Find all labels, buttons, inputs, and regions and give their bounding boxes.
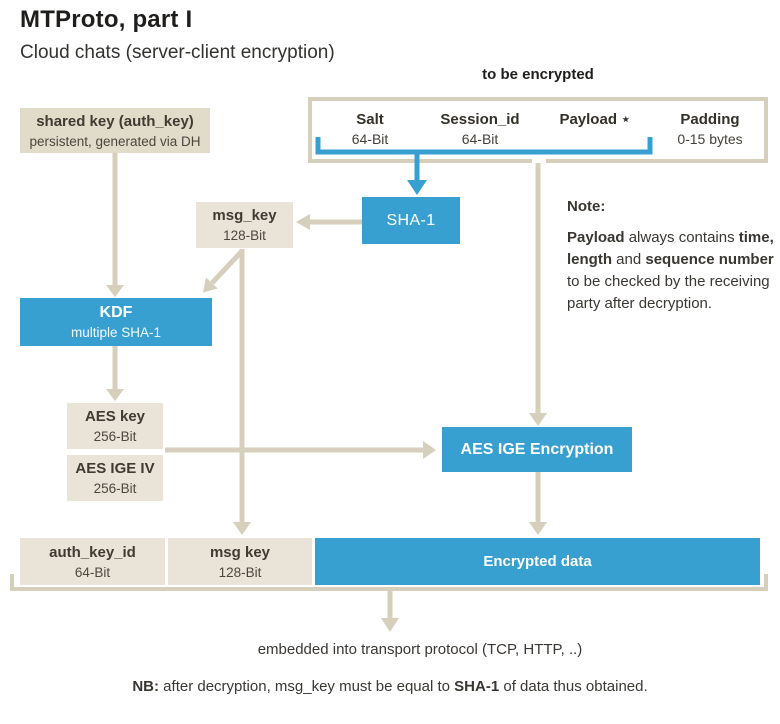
page-title: MTProto, part I: [20, 6, 193, 33]
box-auth-key-id-subtitle: 64-Bit: [74, 564, 111, 580]
box-msg-key-top: msg_key 128-Bit: [196, 202, 293, 248]
box-sha1-title: SHA-1: [386, 212, 436, 229]
note-line: length and sequence number: [567, 249, 780, 271]
field-salt: Salt 64-Bit: [315, 110, 425, 149]
box-auth-key-id-title: auth_key_id: [49, 543, 136, 561]
box-encrypted-data: Encrypted data: [315, 538, 760, 585]
nb-text: of data thus obtained.: [499, 678, 648, 695]
box-aes-ige-iv-title: AES IGE IV: [75, 460, 155, 477]
bracket-hash-input: [315, 137, 653, 155]
nb-bold: SHA-1: [454, 678, 500, 695]
field-payload: Payload ⋆: [540, 110, 650, 130]
box-auth-key-id: auth_key_id 64-Bit: [20, 538, 165, 585]
arrow-aeskeys-to-ige: [165, 441, 436, 459]
box-aes-key-subtitle: 256-Bit: [93, 429, 137, 444]
arrow-msgkey-to-kdf: [203, 249, 244, 293]
note-bold: sequence number: [645, 251, 774, 268]
box-aes-key: AES key 256-Bit: [67, 403, 163, 449]
note-text: always contains: [624, 229, 739, 246]
box-encrypted-data-title: Encrypted data: [483, 553, 592, 570]
arrow-ige-to-encrypted: [529, 472, 547, 535]
box-kdf-title: KDF: [99, 304, 133, 321]
field-session-id-size: 64-Bit: [461, 131, 499, 147]
page-subtitle: Cloud chats (server-client encryption): [20, 42, 335, 63]
nb-text: after decryption, msg_key must be equal …: [159, 678, 455, 695]
box-kdf: KDF multiple SHA-1: [20, 298, 212, 346]
note-bold: time,: [738, 229, 774, 246]
field-payload-name: Payload ⋆: [559, 111, 631, 128]
box-msg-key-bottom-subtitle: 128-Bit: [218, 564, 262, 580]
to-be-encrypted-label: to be encrypted: [482, 66, 594, 83]
note-text: party after decryption.: [567, 295, 713, 312]
field-padding-size: 0-15 bytes: [677, 131, 743, 147]
note-line: party after decryption.: [567, 293, 780, 315]
field-session-id-name: Session_id: [440, 111, 520, 128]
box-aes-ige-encryption-title: AES IGE Encryption: [460, 441, 614, 458]
box-aes-ige-encryption: AES IGE Encryption: [442, 427, 632, 472]
nb-bold: NB:: [132, 678, 160, 695]
note-line: to be checked by the receiving: [567, 271, 780, 293]
field-session-id: Session_id 64-Bit: [425, 110, 535, 149]
box-msg-key-top-title: msg_key: [212, 207, 277, 224]
box-kdf-subtitle: multiple SHA-1: [70, 325, 162, 340]
box-msg-key-bottom-title: msg key: [209, 543, 271, 561]
bracket-to-be-encrypted: [308, 97, 768, 163]
arrow-sha1-to-msgkey: [296, 214, 362, 230]
box-aes-ige-iv: AES IGE IV 256-Bit: [67, 455, 163, 501]
note-line: Payload always contains time,: [567, 227, 780, 249]
box-sha1: SHA-1: [362, 197, 460, 244]
arrow-sharedkey-to-kdf: [106, 153, 124, 297]
box-msg-key-top-subtitle: 128-Bit: [223, 228, 266, 243]
arrow-kdf-to-aeskey: [106, 346, 124, 401]
arrow-bracket-to-sha1: [407, 154, 427, 195]
arrow-msgkey-to-msgkey-bottom: [233, 249, 251, 535]
arrow-plaintext-to-ige: [529, 163, 547, 426]
box-aes-key-title: AES key: [84, 408, 146, 425]
transport-caption: embedded into transport protocol (TCP, H…: [257, 641, 583, 658]
box-msg-key-bottom: msg key 128-Bit: [168, 538, 312, 585]
field-padding: Padding 0-15 bytes: [655, 110, 765, 149]
field-salt-size: 64-Bit: [351, 131, 389, 147]
box-shared-key-title: shared key (auth_key): [36, 112, 194, 130]
box-shared-key-subtitle: persistent, generated via DH: [29, 133, 201, 149]
note-bold: length: [567, 251, 612, 268]
note-text: to be checked by the receiving: [567, 273, 770, 290]
arrow-to-transport: [381, 589, 399, 632]
box-aes-ige-iv-subtitle: 256-Bit: [93, 481, 137, 496]
note-bold: Payload: [567, 229, 625, 246]
note-heading: Note:: [567, 198, 606, 215]
note-text: and: [612, 251, 646, 268]
nb-caption: NB: after decryption, msg_key must be eq…: [0, 678, 780, 695]
note-block: Note: Payload always contains time, leng…: [567, 196, 780, 315]
field-salt-name: Salt: [356, 111, 384, 128]
field-padding-name: Padding: [680, 111, 740, 128]
box-shared-key: shared key (auth_key) persistent, genera…: [20, 108, 210, 153]
